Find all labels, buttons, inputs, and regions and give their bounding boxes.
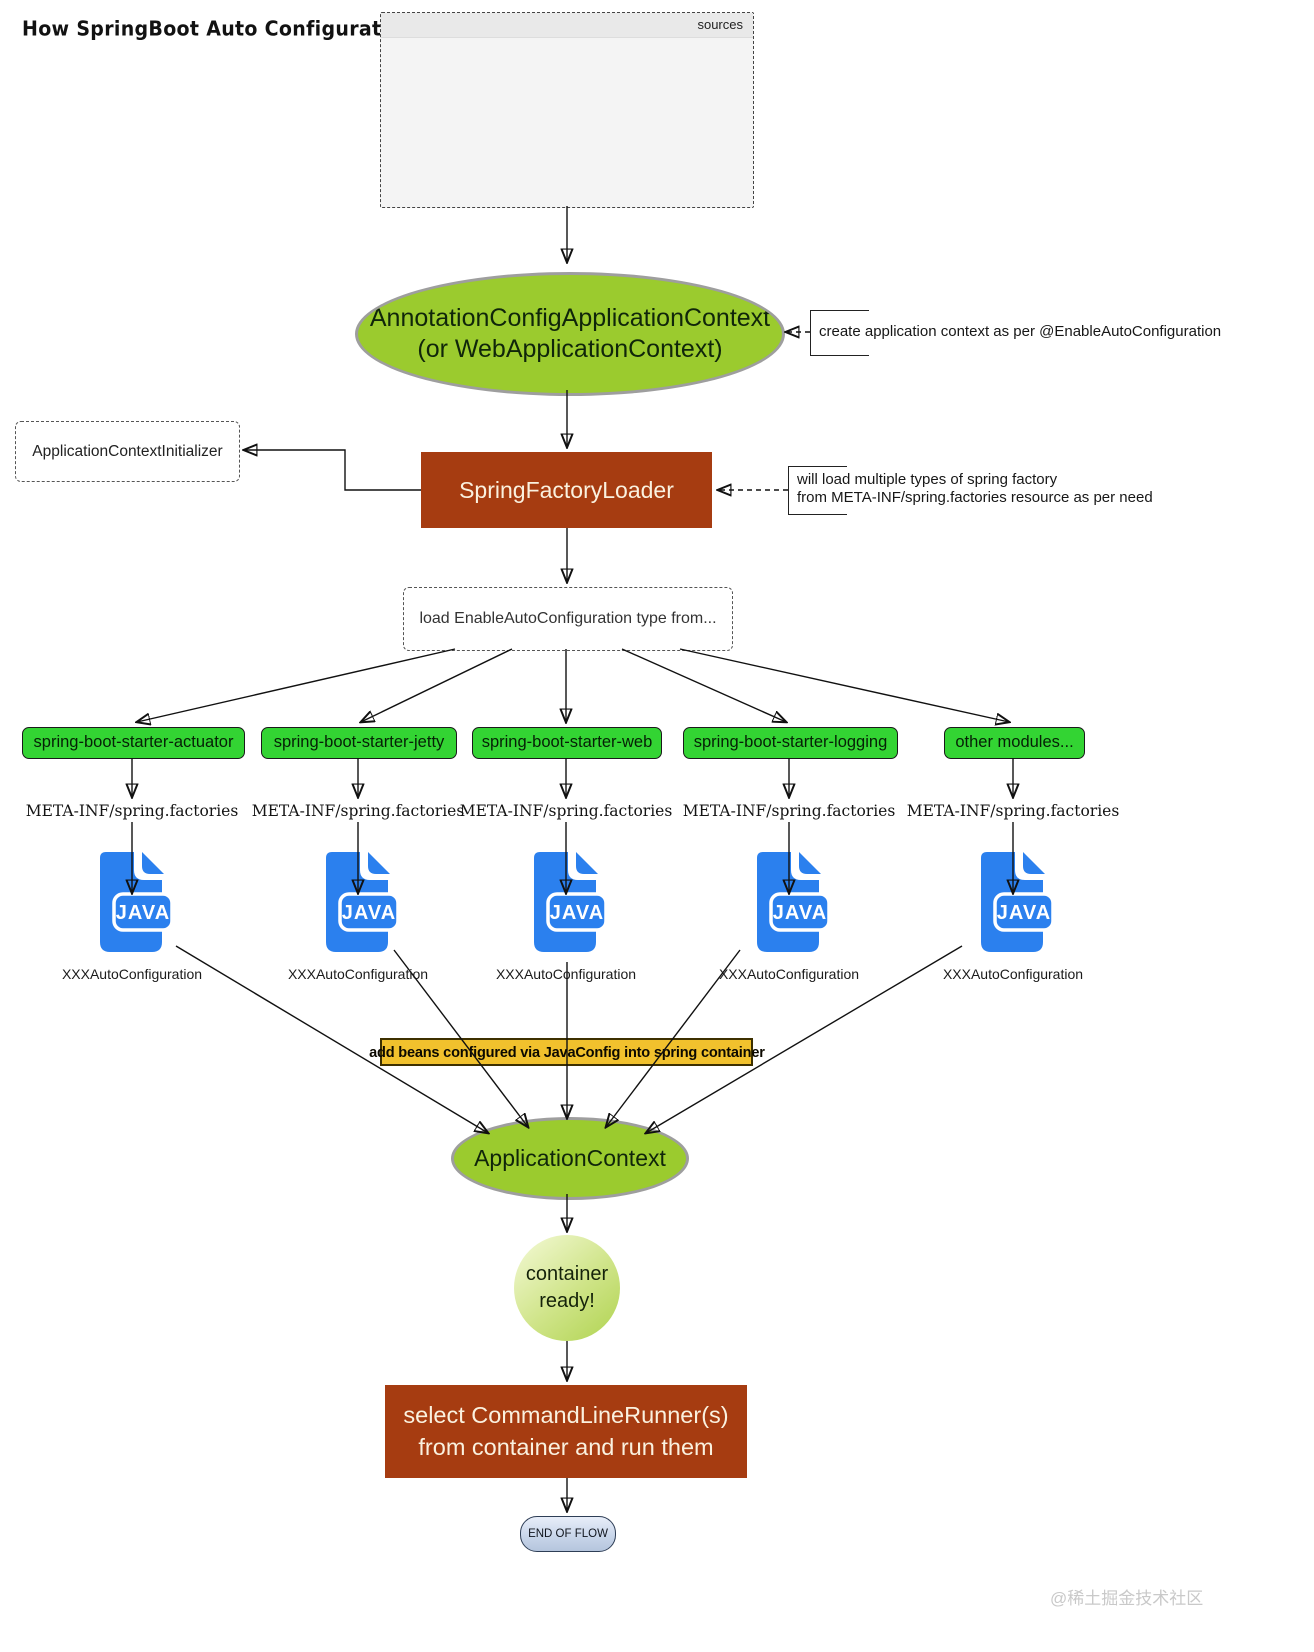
container-ready-node: container ready! bbox=[514, 1235, 620, 1341]
java-badge-label: JAVA bbox=[550, 902, 604, 924]
will-load-note: will load multiple types of spring facto… bbox=[797, 471, 1153, 507]
load-enable-auto-configuration-node: load EnableAutoConfiguration type from..… bbox=[403, 587, 733, 651]
edge-sfl-to-initializer bbox=[244, 450, 421, 491]
auto-configuration-label: XXXAutoConfiguration bbox=[495, 966, 637, 982]
edge-load-to-jetty bbox=[361, 648, 513, 722]
note-bracket bbox=[810, 310, 869, 356]
java-file-icon: JAVA bbox=[100, 852, 174, 952]
add-beans-banner-text: add beans configured via JavaConfig into… bbox=[368, 1043, 765, 1061]
java-badge-label: JAVA bbox=[997, 902, 1051, 924]
context-line1: AnnotationConfigApplicationContext bbox=[369, 304, 771, 332]
starter-web-node: spring-boot-starter-web bbox=[472, 727, 662, 759]
starter-other-node: other modules... bbox=[944, 727, 1085, 759]
starter-logging-node: spring-boot-starter-logging bbox=[683, 727, 898, 759]
annotation-config-context-node: AnnotationConfigApplicationContext (or W… bbox=[355, 272, 785, 396]
java-file-icon: JAVA bbox=[534, 852, 608, 952]
select-runner-node: select CommandLineRunner(s) from contain… bbox=[385, 1385, 747, 1478]
add-beans-banner: add beans configured via JavaConfig into… bbox=[369, 1038, 764, 1066]
page-title: How SpringBoot Auto Configuration Works bbox=[22, 17, 491, 41]
select-runner-line1: select CommandLineRunner(s) bbox=[403, 1402, 729, 1429]
java-badge-label: JAVA bbox=[116, 902, 170, 924]
will-load-note-line2: from META-INF/spring.factories resource … bbox=[797, 489, 1153, 506]
java-badge-label: JAVA bbox=[773, 902, 827, 924]
spring-factories-label: META-INF/spring.factories bbox=[682, 802, 896, 820]
spring-factories-label: META-INF/spring.factories bbox=[906, 802, 1120, 820]
sources-group-label: sources bbox=[381, 13, 753, 38]
starter-actuator-node: spring-boot-starter-actuator bbox=[22, 727, 245, 759]
java-badge-label: JAVA bbox=[342, 902, 396, 924]
spring-factories-label: META-INF/spring.factories bbox=[459, 802, 673, 820]
java-file-icon: JAVA bbox=[757, 852, 831, 952]
context-line2: (or WebApplicationContext) bbox=[417, 335, 723, 363]
spring-factories-label: META-INF/spring.factories bbox=[251, 802, 465, 820]
note-bracket bbox=[788, 466, 847, 515]
watermark: @稀土掘金技术社区 bbox=[1050, 1589, 1204, 1608]
container-ready-line2: ready! bbox=[539, 1290, 595, 1312]
application-context-node: ApplicationContext bbox=[451, 1117, 689, 1200]
edge-load-to-actuator bbox=[137, 648, 456, 722]
spring-factories-label: META-INF/spring.factories bbox=[25, 802, 239, 820]
auto-configuration-label: XXXAutoConfiguration bbox=[287, 966, 429, 982]
java-file-icon: JAVA bbox=[326, 852, 400, 952]
auto-configuration-label: XXXAutoConfiguration bbox=[718, 966, 860, 982]
auto-configuration-label: XXXAutoConfiguration bbox=[61, 966, 203, 982]
end-of-flow-node: END OF FLOW bbox=[520, 1516, 616, 1552]
java-file-icon: JAVA bbox=[981, 852, 1055, 952]
application-context-initializer-node: ApplicationContextInitializer bbox=[15, 421, 240, 482]
application-context-label: ApplicationContext bbox=[474, 1145, 666, 1171]
spring-factory-loader-node: SpringFactoryLoader bbox=[421, 452, 712, 528]
auto-configuration-label: XXXAutoConfiguration bbox=[942, 966, 1084, 982]
starter-jetty-node: spring-boot-starter-jetty bbox=[261, 727, 457, 759]
will-load-note-line1: will load multiple types of spring facto… bbox=[797, 471, 1058, 488]
sources-group: sources bbox=[380, 12, 754, 208]
create-context-note: create application context as per @Enabl… bbox=[819, 323, 1222, 340]
edge-load-to-other bbox=[679, 648, 1009, 722]
select-runner-line2: from container and run them bbox=[418, 1433, 714, 1460]
edge-load-to-logging bbox=[621, 648, 786, 722]
container-ready-line1: container bbox=[525, 1263, 609, 1285]
